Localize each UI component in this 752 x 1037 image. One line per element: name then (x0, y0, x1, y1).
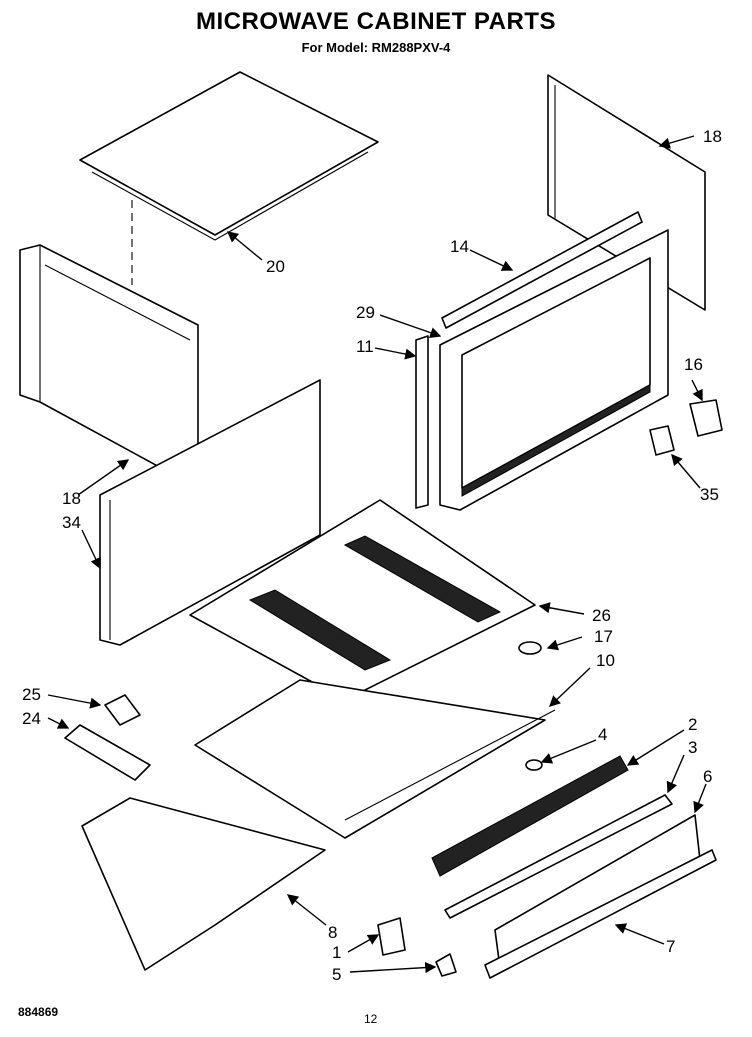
callout-24: 24 (22, 709, 41, 728)
part-7-trim (484, 849, 717, 979)
part-5-knob (435, 953, 457, 977)
document-number: 884869 (18, 1005, 59, 1019)
callout-4: 4 (598, 725, 607, 744)
part-10-base-tray (194, 679, 556, 839)
callout-7: 7 (666, 937, 675, 956)
part-1-latch (377, 917, 406, 956)
callout-14: 14 (450, 237, 469, 256)
page-title: MICROWAVE CABINET PARTS (196, 8, 556, 35)
callout-16: 16 (684, 355, 703, 374)
part-14-top-strip (441, 211, 643, 329)
part-24-duct (64, 724, 151, 781)
callout-26: 26 (592, 606, 611, 625)
part-11-side-strip (415, 335, 429, 509)
callout-3: 3 (688, 738, 697, 757)
callout-29: 29 (356, 303, 375, 322)
callout-8: 8 (328, 923, 337, 942)
part-3-trim (444, 794, 673, 919)
callout-34: 34 (62, 513, 81, 532)
callout-6: 6 (703, 767, 712, 786)
callout-18-left: 18 (62, 489, 81, 508)
callout-25: 25 (22, 685, 41, 704)
part-26-bottom-plate (189, 499, 536, 701)
part-20-top-panel (79, 71, 379, 285)
callout-5: 5 (332, 965, 341, 984)
part-8-grille-tray (81, 797, 326, 971)
part-35-switch (649, 425, 675, 456)
page-number: 12 (364, 1012, 378, 1026)
part-29-front-frame (439, 229, 669, 511)
callout-2: 2 (688, 715, 697, 734)
callout-35: 35 (700, 485, 719, 504)
part-18-left-side-panel (19, 244, 199, 489)
callout-11: 11 (356, 337, 374, 356)
part-2-mesh (431, 755, 629, 877)
part-17-bumper (518, 641, 542, 655)
callout-18-right: 18 (703, 127, 722, 146)
part-34-rear-panel (99, 379, 321, 646)
part-16-clip (689, 399, 723, 437)
model-subtitle: For Model: RM288PXV-4 (301, 40, 451, 55)
callout-1: 1 (332, 943, 341, 962)
callout-17: 17 (594, 627, 613, 646)
part-25-bracket (104, 694, 141, 726)
part-4-foot (525, 759, 543, 771)
callout-10: 10 (596, 651, 615, 670)
callout-20: 20 (266, 257, 285, 276)
